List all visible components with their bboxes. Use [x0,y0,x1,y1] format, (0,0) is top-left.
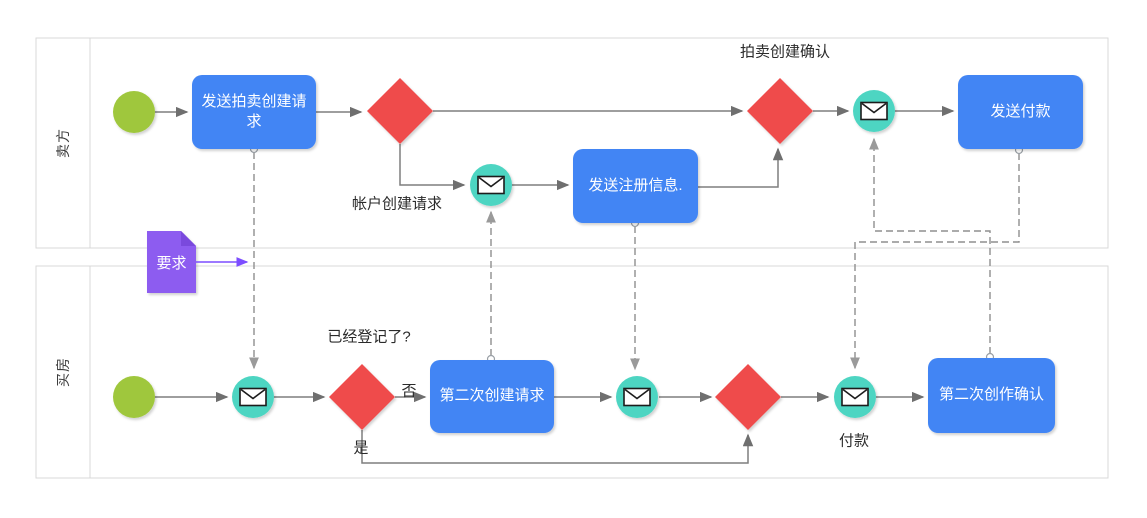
task-label-send-auction-request: 发送拍卖创建请求 [201,92,307,130]
lane-label-buyer: 买房 [55,357,71,387]
task-label-send-registration-info: 发送注册信息. [588,176,683,194]
flow-registration-to-gateway2[interactable] [698,147,784,188]
flow-gateway3-yes-branch[interactable] [361,430,754,464]
gateway-already-registered[interactable] [329,364,395,430]
message-event-registration-receive[interactable] [616,376,658,418]
label-yes: 是 [353,439,369,457]
msgflow-send-payment-to-payment-msg[interactable] [850,153,1020,370]
task-send-payment[interactable] [958,75,1083,149]
note-label-requirement: 要求 [156,254,187,272]
task-label-send-payment: 发送付款 [990,102,1051,120]
gateway-merge-buyer[interactable] [715,364,781,430]
label-account-creation-request: 帐户创建请求 [351,195,443,213]
flow-gateway1-to-account-msg[interactable] [399,144,466,191]
label-no: 否 [401,382,417,400]
task-label-second-creation-confirm: 第二次创作确认 [938,386,1044,404]
envelope-icon [841,387,869,407]
label-auction-creation-confirm: 拍卖创建确认 [739,43,831,61]
task-send-auction-request[interactable] [192,75,316,149]
msgflow-confirm-to-msg3[interactable] [869,137,991,354]
start-event-buyer[interactable] [113,376,155,418]
envelope-icon [623,387,651,407]
gateway-split-seller[interactable] [367,78,433,144]
folded-note-icon [147,231,196,293]
envelope-icon [239,387,267,407]
task-label-second-creation-request: 第二次创建请求 [439,387,545,405]
task-send-registration-info[interactable] [573,149,698,223]
gateway-merge-seller[interactable] [747,78,813,144]
message-event-payment[interactable] [834,376,876,418]
envelope-icon [860,101,888,121]
label-payment: 付款 [838,432,870,450]
start-event-seller[interactable] [113,91,155,133]
task-second-creation-confirm[interactable] [928,358,1055,433]
label-already-registered: 已经登记了? [327,328,411,346]
envelope-icon [477,175,505,195]
message-event-auction-confirm[interactable] [853,90,895,132]
task-second-creation-request[interactable] [430,360,554,433]
lane-label-seller: 卖方 [55,128,71,158]
note-fold-corner [181,231,196,246]
message-event-buyer-receive[interactable] [232,376,274,418]
message-event-account-request[interactable] [470,164,512,206]
annotation-note-requirement[interactable] [147,231,196,293]
